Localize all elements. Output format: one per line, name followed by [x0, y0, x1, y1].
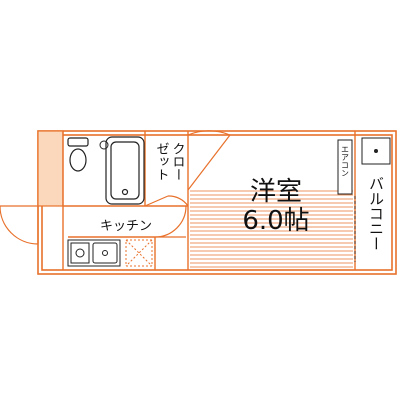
closet-label-line1: クロー [170, 142, 185, 181]
aircon-unit [337, 139, 353, 195]
closet-door [144, 195, 189, 207]
kitchen-counter [67, 239, 121, 267]
fridge-space [125, 239, 153, 267]
balcony-drain-icon [374, 149, 378, 153]
closet-label-line2: ゼット [154, 142, 170, 181]
room-size: 6.0帖 [242, 206, 309, 236]
sink-small-icon [99, 140, 109, 150]
room-door [187, 130, 231, 191]
kitchen-sink-icon [92, 242, 118, 264]
entry-door-arc [0, 205, 39, 245]
room-name: 洋室 [250, 177, 302, 207]
entry-door [0, 205, 39, 245]
flooring-hatch [190, 190, 353, 268]
toilet-icon [67, 137, 89, 172]
kitchen-label: キッチン [100, 219, 152, 234]
aircon-label: エアコン [341, 145, 350, 177]
entry-wall-strip [37, 130, 64, 207]
balcony-sink [361, 137, 391, 165]
balcony-label: バルコニー [367, 176, 385, 251]
bathtub-icon [105, 136, 145, 205]
kitchen-door [154, 205, 187, 238]
stove-icon [70, 242, 90, 264]
partitions [62, 131, 356, 270]
